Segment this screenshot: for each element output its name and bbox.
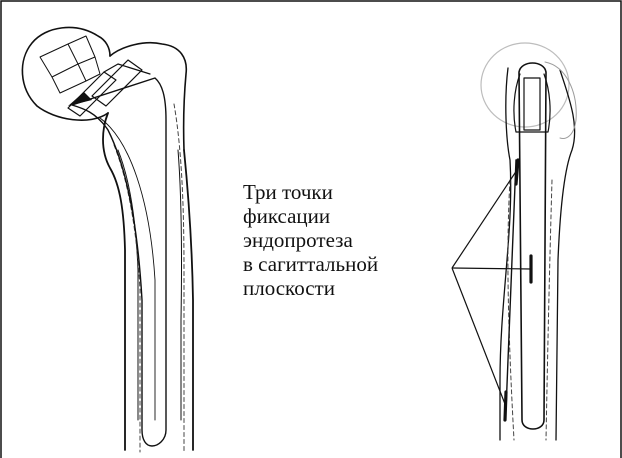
caption-line: в сагиттальной [243, 252, 443, 276]
prosthesis-neck-right [92, 60, 142, 106]
sagittal-head-halo [481, 43, 569, 127]
canal-inner-right [178, 150, 182, 420]
sagittal-stem [519, 63, 546, 429]
sagittal-outer-contour-right [556, 70, 575, 440]
caption-line: фиксации [243, 204, 443, 228]
endosteal-dashed-left [114, 145, 140, 452]
femoral-head [22, 28, 110, 121]
caption-line: эндопротеза [243, 228, 443, 252]
caption-line: плоскости [243, 276, 443, 300]
prosthesis-stem [72, 78, 166, 446]
pointer-lines [452, 170, 531, 404]
prosthesis-wedge [68, 92, 92, 106]
lateral-cortex [184, 150, 193, 450]
pointer-to-distal [452, 268, 505, 404]
prosthesis-cut-line [104, 64, 150, 74]
fixation-point-distal [505, 392, 506, 420]
greater-trochanter-contour [110, 43, 186, 150]
fixation-caption: Три точки фиксации эндопротеза в сагитта… [243, 180, 443, 300]
sagittal-canal-dashed-right [546, 180, 552, 440]
endosteal-dashed-right [174, 104, 184, 452]
pointer-to-middle [452, 268, 531, 269]
femur-frontal-view [22, 28, 193, 452]
caption-line: Три точки [243, 180, 443, 204]
